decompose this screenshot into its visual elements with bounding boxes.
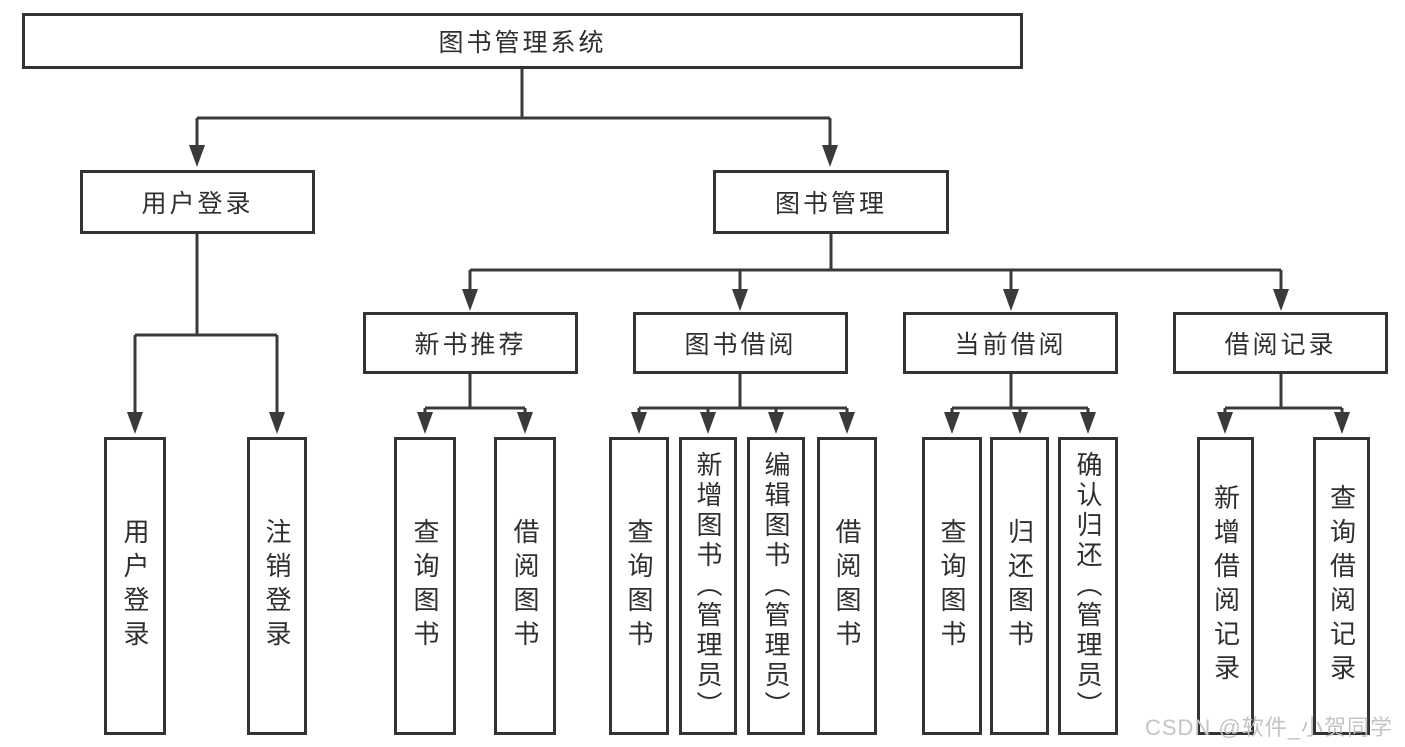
node-user-login: 用户登录 [80,170,315,234]
connector-user-login-to-children [127,234,285,434]
leaf-edit-books-admin: 编辑图书（管理员） [747,437,805,735]
leaf-user-login-label: 用户登录 [120,518,150,654]
leaf-borrow-books-label: 借阅图书 [832,518,862,654]
node-book-management-label: 图书管理 [774,190,887,218]
node-new-book-recommend-label: 新书推荐 [414,331,527,359]
leaf-add-borrow-record: 新增借阅记录 [1197,437,1254,735]
leaf-query-borrow-record: 查询借阅记录 [1313,437,1370,735]
leaf-recommend-borrow-books-label: 借阅图书 [510,518,540,654]
leaf-confirm-return-admin-label: 确认归还（管理员） [1073,451,1103,721]
leaf-user-login: 用户登录 [104,437,166,735]
connector-new-book-recommend-to-children [417,374,533,434]
connector-root-to-level2 [189,68,838,167]
leaf-add-borrow-record-label: 新增借阅记录 [1210,484,1241,688]
node-user-login-label: 用户登录 [141,190,254,218]
connector-book-borrowing-to-children [631,374,855,434]
leaf-logout-label: 注销登录 [262,518,292,654]
leaf-edit-books-admin-label: 编辑图书（管理员） [761,451,791,721]
node-library-system-label: 图书管理系统 [438,29,607,57]
leaf-borrowing-query-books: 查询图书 [609,437,669,735]
connector-book-management-to-level3 [462,234,1289,311]
leaf-add-books-admin: 新增图书（管理员） [679,437,737,735]
node-book-borrowing: 图书借阅 [633,312,848,374]
leaf-logout: 注销登录 [247,437,307,735]
node-current-borrowing: 当前借阅 [903,312,1118,374]
leaf-current-query-books: 查询图书 [922,437,982,735]
node-new-book-recommend: 新书推荐 [363,312,578,374]
leaf-query-borrow-record-label: 查询借阅记录 [1326,484,1357,688]
connector-borrow-records-to-children [1217,374,1350,434]
leaf-add-books-admin-label: 新增图书（管理员） [693,451,723,721]
leaf-borrowing-query-books-label: 查询图书 [624,518,654,654]
leaf-confirm-return-admin: 确认归还（管理员） [1058,437,1118,735]
connector-current-borrowing-to-children [944,374,1096,434]
node-book-management: 图书管理 [713,170,949,234]
leaf-current-query-books-label: 查询图书 [937,518,967,654]
leaf-return-books-label: 归还图书 [1004,518,1035,654]
leaf-return-books: 归还图书 [990,437,1049,735]
node-library-system: 图书管理系统 [22,13,1023,69]
node-book-borrowing-label: 图书借阅 [684,331,797,359]
node-current-borrowing-label: 当前借阅 [954,331,1067,359]
csdn-watermark: CSDN @软件_小贺同学 [1144,715,1393,740]
leaf-recommend-query-books-label: 查询图书 [410,518,440,654]
node-borrow-records-label: 借阅记录 [1224,331,1337,359]
node-borrow-records: 借阅记录 [1173,312,1388,374]
leaf-borrow-books: 借阅图书 [817,437,877,735]
leaf-recommend-borrow-books: 借阅图书 [494,437,556,735]
leaf-recommend-query-books: 查询图书 [394,437,456,735]
